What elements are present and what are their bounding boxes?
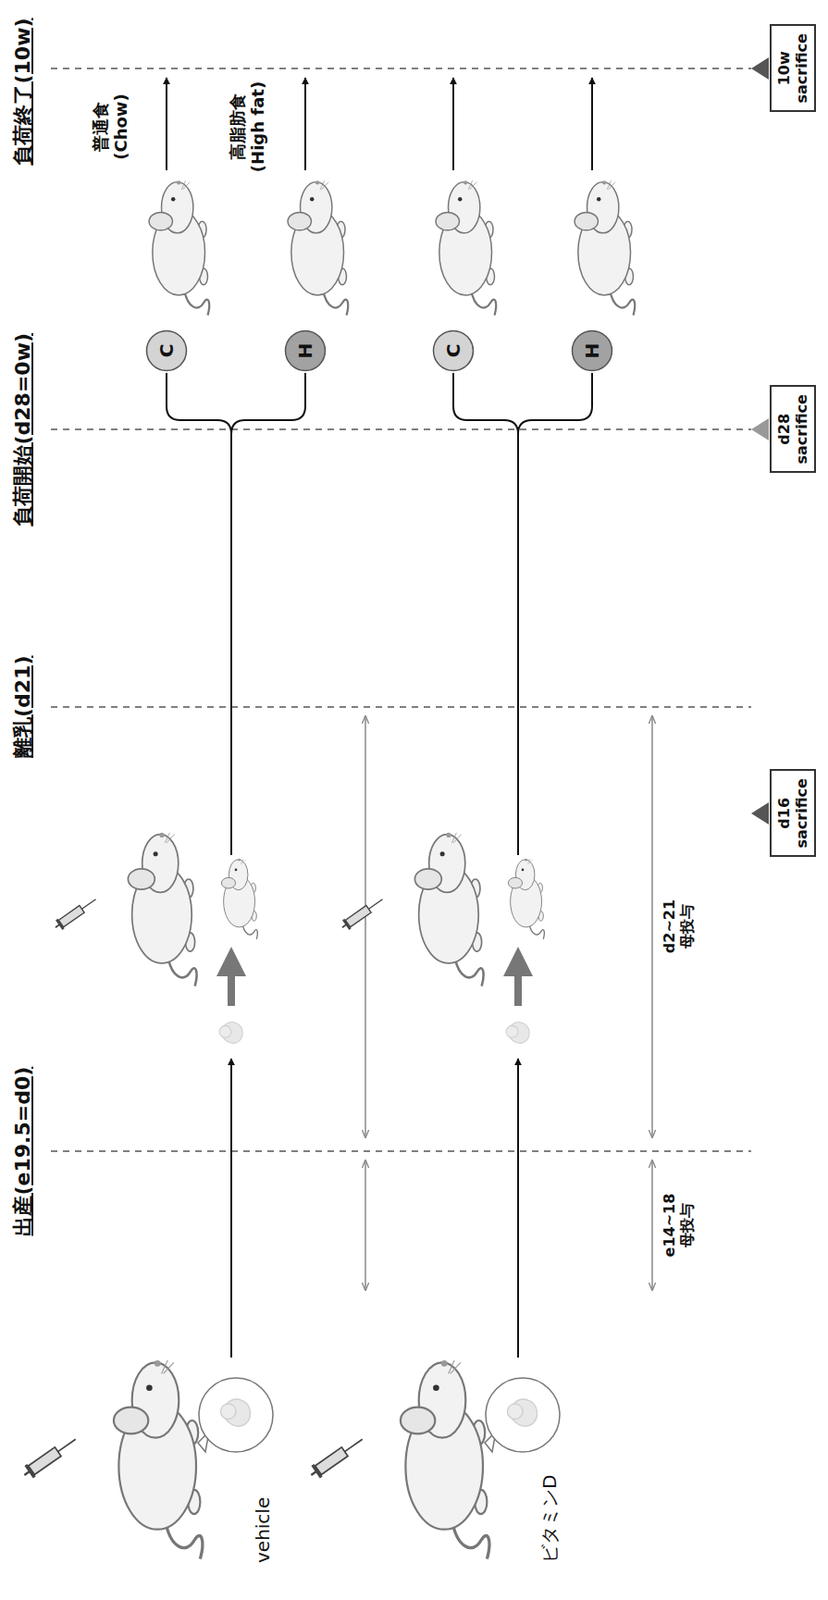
sacrifice-box: 10w sacrifice bbox=[769, 24, 816, 112]
mouse-icon bbox=[574, 180, 635, 316]
growth-arrow bbox=[227, 961, 235, 1006]
group-label: ビタミンD bbox=[538, 1474, 561, 1563]
dashed-line bbox=[50, 705, 752, 708]
triangle-marker bbox=[751, 57, 769, 80]
mother-mouse bbox=[113, 1359, 203, 1559]
sacrifice-box: d16 sacrifice bbox=[769, 768, 816, 857]
dashed-line bbox=[50, 428, 752, 431]
group-row bbox=[307, 77, 653, 1559]
sacrifice-box: d28 sacrifice bbox=[769, 384, 816, 473]
bracket bbox=[453, 372, 593, 434]
arrow bbox=[517, 1058, 520, 1358]
diet-circle: H bbox=[570, 329, 614, 372]
timeline-header: 負荷開始(d28=0w) bbox=[11, 333, 36, 527]
circle-shape bbox=[433, 331, 474, 371]
diet-label: 普通食 (Chow) bbox=[90, 88, 131, 165]
period-label: e14~18 母投与 bbox=[660, 1186, 696, 1263]
group-row bbox=[20, 77, 366, 1559]
diet-circle: C bbox=[145, 329, 188, 372]
arrow bbox=[591, 77, 594, 171]
arrow bbox=[452, 77, 455, 171]
bubble bbox=[485, 1377, 560, 1452]
arrow bbox=[165, 77, 168, 171]
circle-shape bbox=[285, 331, 326, 371]
span-arrow bbox=[364, 716, 367, 1137]
mother-mouse bbox=[414, 832, 483, 987]
timeline-line bbox=[517, 433, 520, 855]
timeline-header: 負荷終了(10w) bbox=[11, 17, 36, 165]
pup-mouse bbox=[221, 858, 258, 940]
box-text: d28 sacrifice bbox=[775, 394, 811, 464]
syringe-icon bbox=[338, 894, 386, 933]
mother-mouse bbox=[400, 1359, 490, 1559]
box-text: 10w sacrifice bbox=[775, 33, 811, 103]
arrow bbox=[230, 1058, 233, 1358]
group-label: vehicle bbox=[251, 1496, 274, 1563]
bubble bbox=[198, 1377, 273, 1452]
bracket bbox=[166, 372, 306, 434]
period-label: d2~21 母投与 bbox=[660, 892, 696, 960]
fetus-icon bbox=[506, 1022, 530, 1044]
diet-circle: C bbox=[432, 329, 475, 372]
timeline-line bbox=[230, 433, 233, 855]
circle-letter: H bbox=[580, 343, 604, 359]
diet-label: 高脂肪食 (High fat) bbox=[227, 72, 268, 182]
sacrifice-markers bbox=[751, 57, 769, 825]
span-arrow bbox=[651, 716, 654, 1137]
circle-letter: C bbox=[155, 344, 178, 359]
triangle-marker bbox=[751, 418, 769, 441]
mother-mouse bbox=[127, 832, 197, 987]
syringe-icon bbox=[51, 894, 99, 933]
triangle-marker bbox=[751, 802, 769, 825]
mouse-icon bbox=[435, 180, 496, 316]
circle-shape bbox=[572, 331, 613, 371]
pup-mouse bbox=[507, 858, 544, 940]
fetus-icon bbox=[506, 1398, 537, 1426]
mouse-icon bbox=[148, 180, 210, 316]
syringe-icon bbox=[20, 1433, 81, 1482]
syringe-icon bbox=[307, 1433, 368, 1482]
box-text: d16 sacrifice bbox=[775, 778, 811, 848]
timeline-header: 離乳(d21) bbox=[11, 655, 36, 758]
arrow bbox=[304, 77, 307, 171]
circle-shape bbox=[147, 331, 187, 371]
fetus-icon bbox=[220, 1398, 250, 1426]
circle-letter: C bbox=[442, 344, 465, 359]
timeline-header: 出産(e19.5=d0) bbox=[11, 1066, 36, 1236]
dashed-line bbox=[50, 67, 752, 70]
span-arrow bbox=[364, 1160, 367, 1290]
dashed-line bbox=[50, 1149, 752, 1152]
fetus-icon bbox=[219, 1022, 243, 1044]
circle-letter: H bbox=[294, 343, 317, 359]
mouse-icon bbox=[287, 180, 348, 316]
diet-circle: H bbox=[284, 329, 327, 372]
span-arrow bbox=[651, 1160, 654, 1290]
growth-arrow bbox=[514, 961, 522, 1006]
timeline-lines bbox=[50, 68, 752, 1151]
